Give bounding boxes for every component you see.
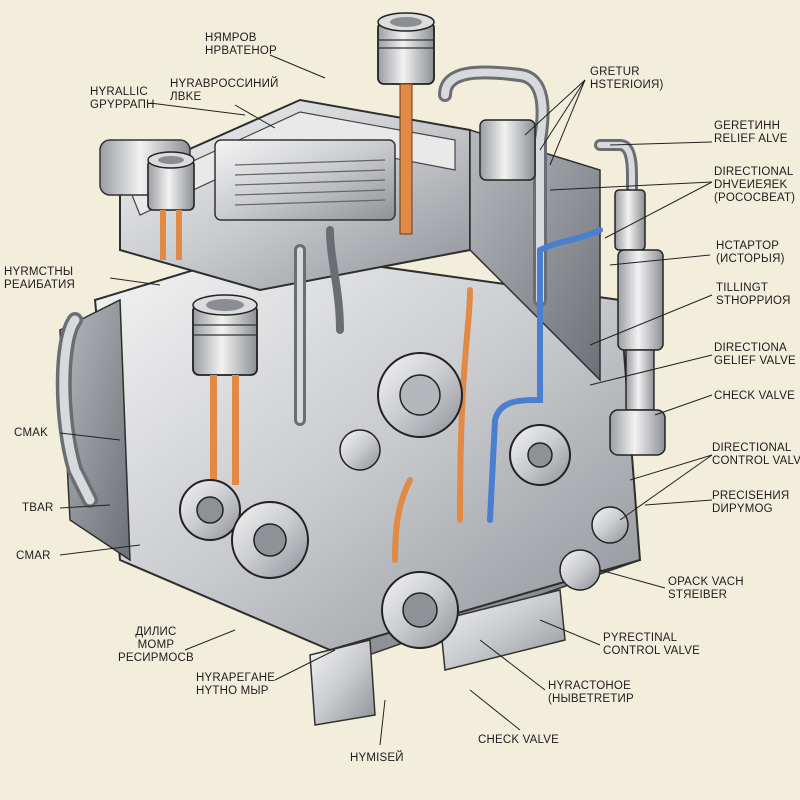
right-valve-stack [479, 119, 666, 456]
label-line: HYRAPEГAНE [196, 672, 276, 684]
label-line: MOMP [137, 639, 175, 651]
label-line: HYTHO MЫP [196, 685, 269, 697]
piston-top [377, 12, 435, 235]
label-line: DIRECTIONAL [712, 442, 792, 454]
label-geretinn: GEREТИНН RELIEF ALVE [714, 120, 788, 146]
label-line: CONTROL VALVE [712, 455, 800, 467]
label-line: STHOPPИOЯ [716, 295, 791, 307]
label-line: ДИЛИС [135, 626, 177, 638]
label-check-valve-1: CHECK VALVE [714, 390, 795, 403]
label-line: CHECK VALVE [714, 390, 796, 402]
label-line: GELIEF VALVE [714, 355, 796, 367]
label-line: RELIEF ALVE [714, 133, 788, 145]
label-directional-1: DIRECTIONAL DHVEИEЯEK (POCOCBEAT) [714, 166, 795, 205]
label-line: OPACK VACH [668, 576, 744, 588]
label-line: HYMISEЙ [350, 752, 404, 764]
label-hymisei: HYMISEЙ [350, 752, 404, 765]
label-hyrallic: HYRALLIC GPYPPAПH [90, 86, 155, 112]
pump-wheels [179, 352, 629, 649]
label-line: (POCOCBEAT) [714, 192, 796, 204]
label-line: TBAR [22, 502, 54, 514]
label-dilinic: ДИЛИС MOMP PECИPMOCB [118, 626, 194, 665]
label-directional-3: DIRECTIONAL CONTROL VALVE [712, 442, 800, 468]
label-line: PRECISEHИЯ [712, 490, 790, 502]
label-line: GPYPPAПH [90, 99, 155, 111]
label-check-valve-2: CHECK VALVE [478, 734, 559, 747]
label-line: DIRECTIONAL [714, 166, 794, 178]
label-tillingt: TILLINGT STHOPPИOЯ [716, 282, 791, 308]
label-line: HYRMCTHЫ [4, 266, 74, 278]
label-line: HSTERIOИЯ) [590, 79, 664, 91]
engine-body [59, 98, 642, 652]
label-line: HЯMPOB [205, 32, 257, 44]
label-cmak: CMAK [14, 427, 48, 440]
hydraulic-pipes [55, 65, 638, 563]
label-opack-vach: OPACK VACH STЯEIBER [668, 576, 744, 602]
label-line: STЯEIBER [668, 589, 728, 601]
label-line: PYRECTINAL [603, 632, 678, 644]
label-precisenia: PRECISEHИЯ DИPYMOG [712, 490, 789, 516]
label-line: ЛBKE [170, 91, 202, 103]
label-hyractohoe: HYRACTOHOE (HЫBETRETИP [548, 680, 634, 706]
label-line: CONTROL VALVE [603, 645, 700, 657]
label-line: CMAR [16, 550, 51, 562]
piston-left [147, 151, 195, 260]
label-top-center: HЯMPOB HPBATEHOP [205, 32, 277, 58]
label-gretur: GRETUR HSTERIOИЯ) [590, 66, 664, 92]
label-line: DIRECTIONA [714, 342, 787, 354]
label-line: GRETUR [590, 66, 640, 78]
label-hctaptop: HCTAPTOP (ИCTOPЬIЯ) [716, 240, 785, 266]
label-line: DИPYMOG [712, 503, 773, 515]
label-hyrabrossiny: HYRABPOCCИHИЙ ЛBKE [170, 78, 279, 104]
label-tbar: TBAR [22, 502, 53, 515]
label-line: TILLINGT [716, 282, 769, 294]
label-line: PECИPMOCB [118, 652, 194, 664]
label-line: DHVEИEЯEK [714, 179, 788, 191]
label-line: CHECK VALVE [478, 734, 560, 746]
label-cmar: CMAR [16, 550, 51, 563]
label-line: HCTAPTOP [716, 240, 780, 252]
piston-middle [192, 294, 258, 485]
label-hyramctny: HYRMCTHЫ PEAИБATИЯ [4, 266, 75, 292]
label-line: (HЫBETRETИP [548, 693, 634, 705]
label-line: CMAK [14, 427, 49, 439]
label-line: HPBATEHOP [205, 45, 277, 57]
label-pyrectinal: PYRECTINAL CONTROL VALVE [603, 632, 700, 658]
label-line: PEAИБATИЯ [4, 279, 76, 291]
label-line: HYRABPOCCИHИЙ [170, 78, 279, 90]
label-line: HYRACTOHOE [548, 680, 631, 692]
label-line: (ИCTOPЬIЯ) [716, 253, 785, 265]
label-line: HYRALLIC [90, 86, 148, 98]
leader-lines [59, 54, 713, 746]
label-hyrapegane: HYRAPEГAНE HYTHO MЫP [196, 672, 275, 698]
label-directiona-2: DIRECTIONA GELIEF VALVE [714, 342, 796, 368]
label-line: GEREТИНН [714, 120, 781, 132]
